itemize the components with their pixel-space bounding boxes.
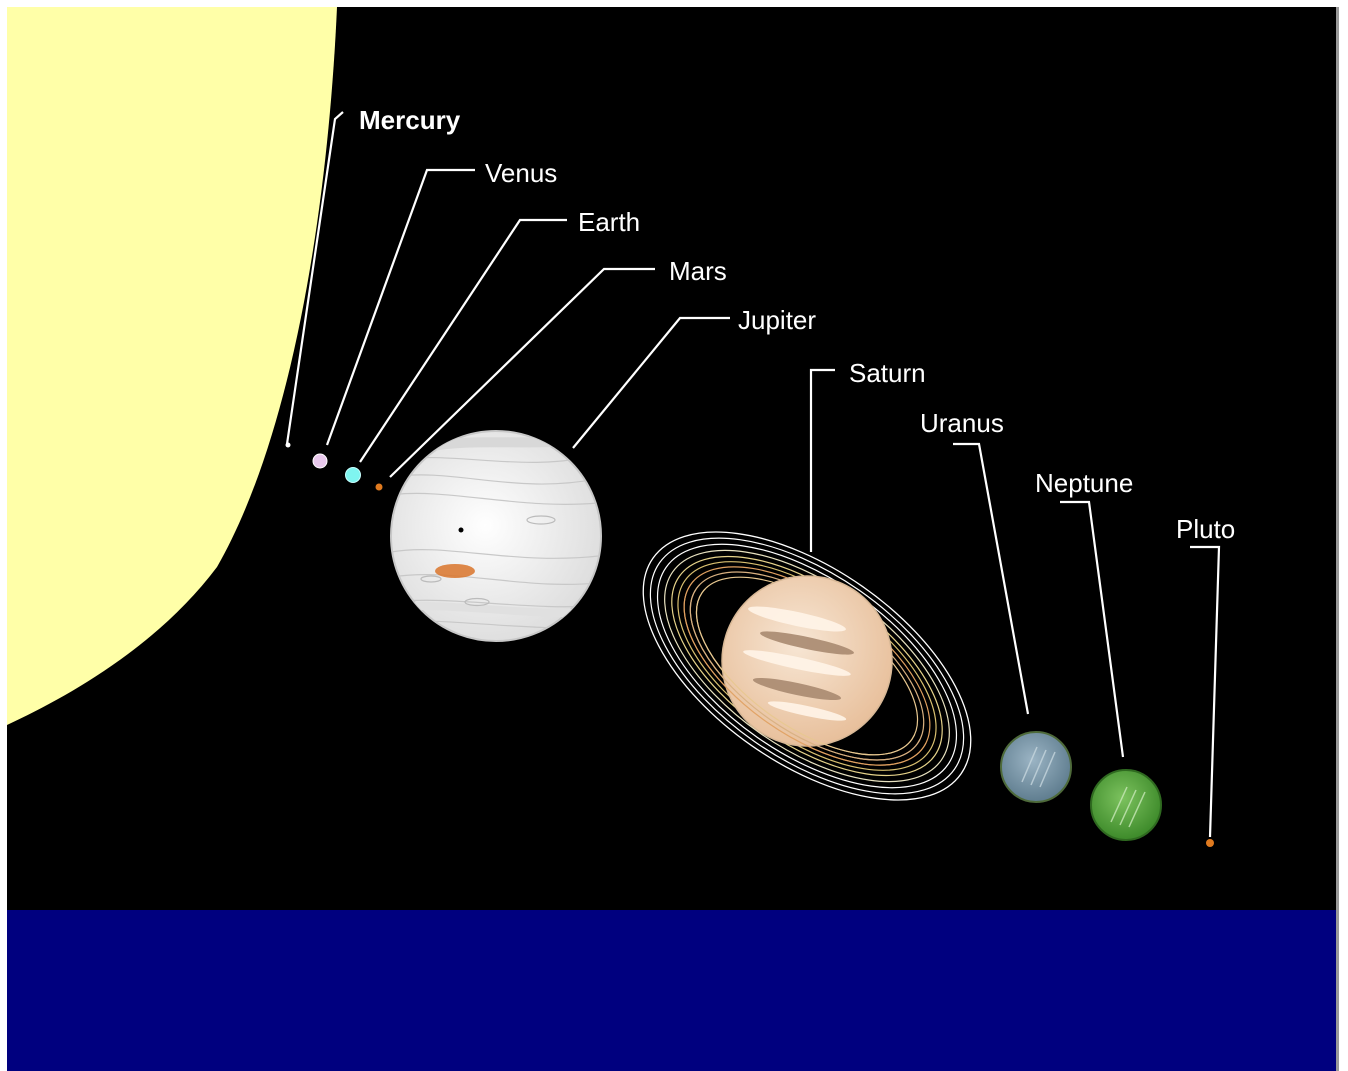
neptune-planet[interactable] [1090,769,1162,841]
pluto-leader-line [1190,545,1221,838]
uranus-label[interactable]: Uranus [920,408,1004,438]
mars-leader-line [389,267,655,478]
venus-leader-line [325,168,475,446]
mercury-leader-line [285,111,344,445]
uranus-planet[interactable] [1000,731,1072,803]
earth-label[interactable]: Earth [578,207,640,237]
venus-label[interactable]: Venus [485,158,557,188]
earth-leader-line [359,218,567,463]
neptune-leader-line [1060,500,1125,758]
sun [7,7,337,725]
pluto-planet[interactable] [1206,839,1214,847]
saturn-label[interactable]: Saturn [849,358,926,388]
window-edge [1336,7,1339,1071]
jupiter-planet[interactable] [390,430,607,642]
neptune-label[interactable]: Neptune [1035,468,1133,498]
bottom-panel [7,910,1336,1071]
solar-system-diagram: Mercury Venus Earth Mars Jupiter Saturn … [7,7,1235,847]
jupiter-leader-line [572,316,730,449]
mars-planet[interactable] [375,483,383,491]
pluto-label[interactable]: Pluto [1176,514,1235,544]
venus-planet[interactable] [312,453,328,469]
mercury-label[interactable]: Mercury [359,105,461,135]
solar-system-frame: Mercury Venus Earth Mars Jupiter Saturn … [7,7,1336,1071]
mercury-planet[interactable] [285,442,291,448]
saturn-planet[interactable] [721,575,893,747]
jupiter-label[interactable]: Jupiter [738,305,816,335]
mars-label[interactable]: Mars [669,256,727,286]
earth-planet[interactable] [345,467,361,483]
saturn-leader-line [809,368,835,552]
space-view: Mercury Venus Earth Mars Jupiter Saturn … [7,7,1336,910]
uranus-leader-line [953,442,1030,715]
